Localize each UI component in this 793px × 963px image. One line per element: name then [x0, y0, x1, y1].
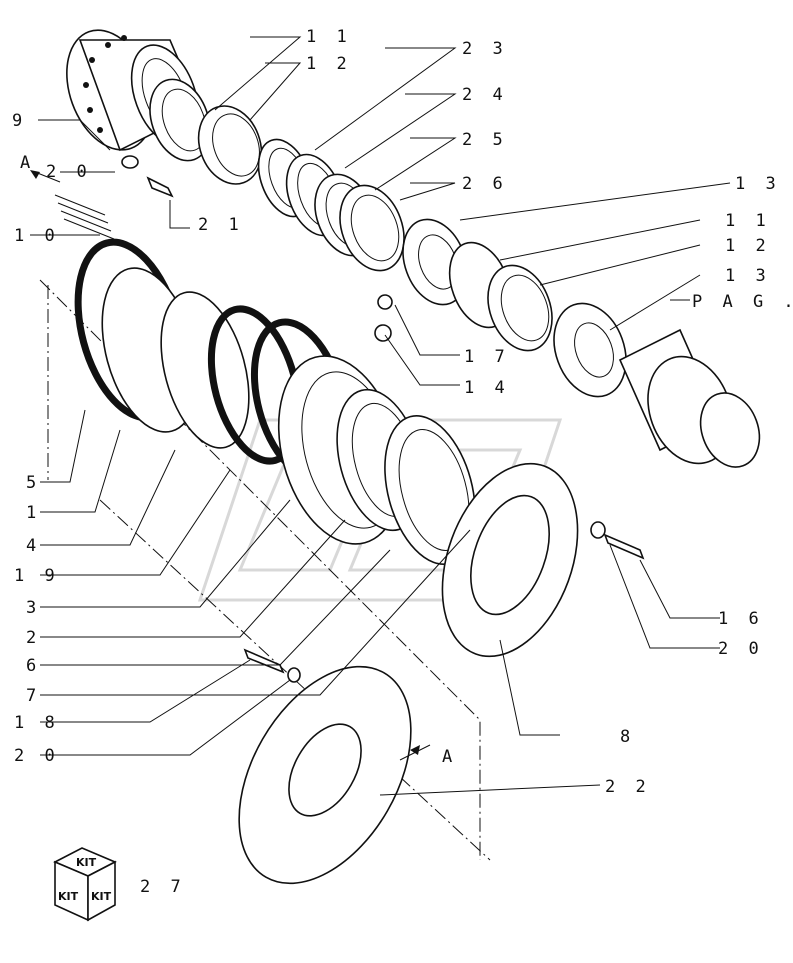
- kit-label-top: KIT: [76, 856, 97, 869]
- label-21: 2 1: [198, 215, 244, 235]
- label-12-middle: 1 2: [725, 236, 771, 256]
- bearing-cup-part-11-upper: [149, 78, 211, 162]
- seal-part-26: [339, 184, 405, 272]
- label-13-lower: 1 3: [725, 266, 771, 286]
- washer-part-20-right: [590, 521, 606, 539]
- label-16: 1 6: [718, 609, 764, 629]
- ring-part-12-upper: [197, 105, 263, 185]
- label-10: 1 0: [14, 226, 60, 246]
- label-3: 3: [26, 598, 41, 618]
- label-7: 7: [26, 686, 41, 706]
- label-5: 5: [26, 473, 41, 493]
- label-9: 9: [12, 111, 27, 131]
- label-24: 2 4: [462, 85, 508, 105]
- brake-piston-assembly: [74, 238, 350, 482]
- spring-part-10: [54, 194, 115, 240]
- roller-bearing-part-13-lower: [553, 302, 627, 398]
- label-18: 1 8: [14, 713, 60, 733]
- label-12-upper: 1 2: [306, 54, 352, 74]
- centre-axis-line: [39, 279, 481, 860]
- label-13-upper: 1 3: [735, 174, 781, 194]
- ring-gear-part-7: [384, 414, 476, 566]
- bolt-part-18: [243, 648, 285, 674]
- pin-part-14: [374, 324, 392, 342]
- section-arrow-a-top: [30, 170, 61, 183]
- label-11-middle: 1 1: [725, 211, 771, 231]
- kit-label-left: KIT: [58, 890, 79, 903]
- kit-box-icon: KIT KIT KIT: [53, 847, 117, 922]
- washer-part-20-lower: [287, 667, 301, 683]
- label-2: 2: [26, 628, 41, 648]
- label-14: 1 4: [464, 378, 510, 398]
- section-arrow-a-bottom: [410, 745, 420, 755]
- cover-plate-part-8: [441, 462, 579, 658]
- label-23: 2 3: [462, 39, 508, 59]
- spindle-shaft: [618, 328, 761, 468]
- label-arrow-a-bottom: A: [442, 747, 457, 767]
- label-20-upper: 2 0: [46, 162, 92, 182]
- label-arrow-a-top: A: [20, 153, 35, 173]
- label-1: 1: [26, 503, 41, 523]
- label-11-upper: 1 1: [306, 27, 352, 47]
- label-6: 6: [26, 656, 41, 676]
- label-22: 2 2: [605, 777, 651, 797]
- brake-disc-part-22: [238, 665, 412, 885]
- label-25: 2 5: [462, 130, 508, 150]
- leader-lines: [30, 36, 731, 796]
- bolt-part-21: [146, 176, 174, 198]
- hub-housing-part-9: [66, 29, 202, 152]
- label-19: 1 9: [14, 566, 60, 586]
- ring-part-12-middle: [487, 264, 553, 352]
- label-pag-1: P A G . 1: [692, 292, 793, 312]
- label-26: 2 6: [462, 174, 508, 194]
- label-20-lower: 2 0: [14, 746, 60, 766]
- snap-pin-part-17: [377, 294, 393, 310]
- label-27: 2 7: [140, 877, 186, 897]
- label-17: 1 7: [464, 347, 510, 367]
- label-20-right: 2 0: [718, 639, 764, 659]
- label-8: 8: [620, 727, 635, 747]
- bolt-part-16: [603, 533, 645, 560]
- kit-label-right: KIT: [91, 890, 112, 903]
- label-4: 4: [26, 536, 41, 556]
- washer-part-20-upper: [121, 155, 139, 169]
